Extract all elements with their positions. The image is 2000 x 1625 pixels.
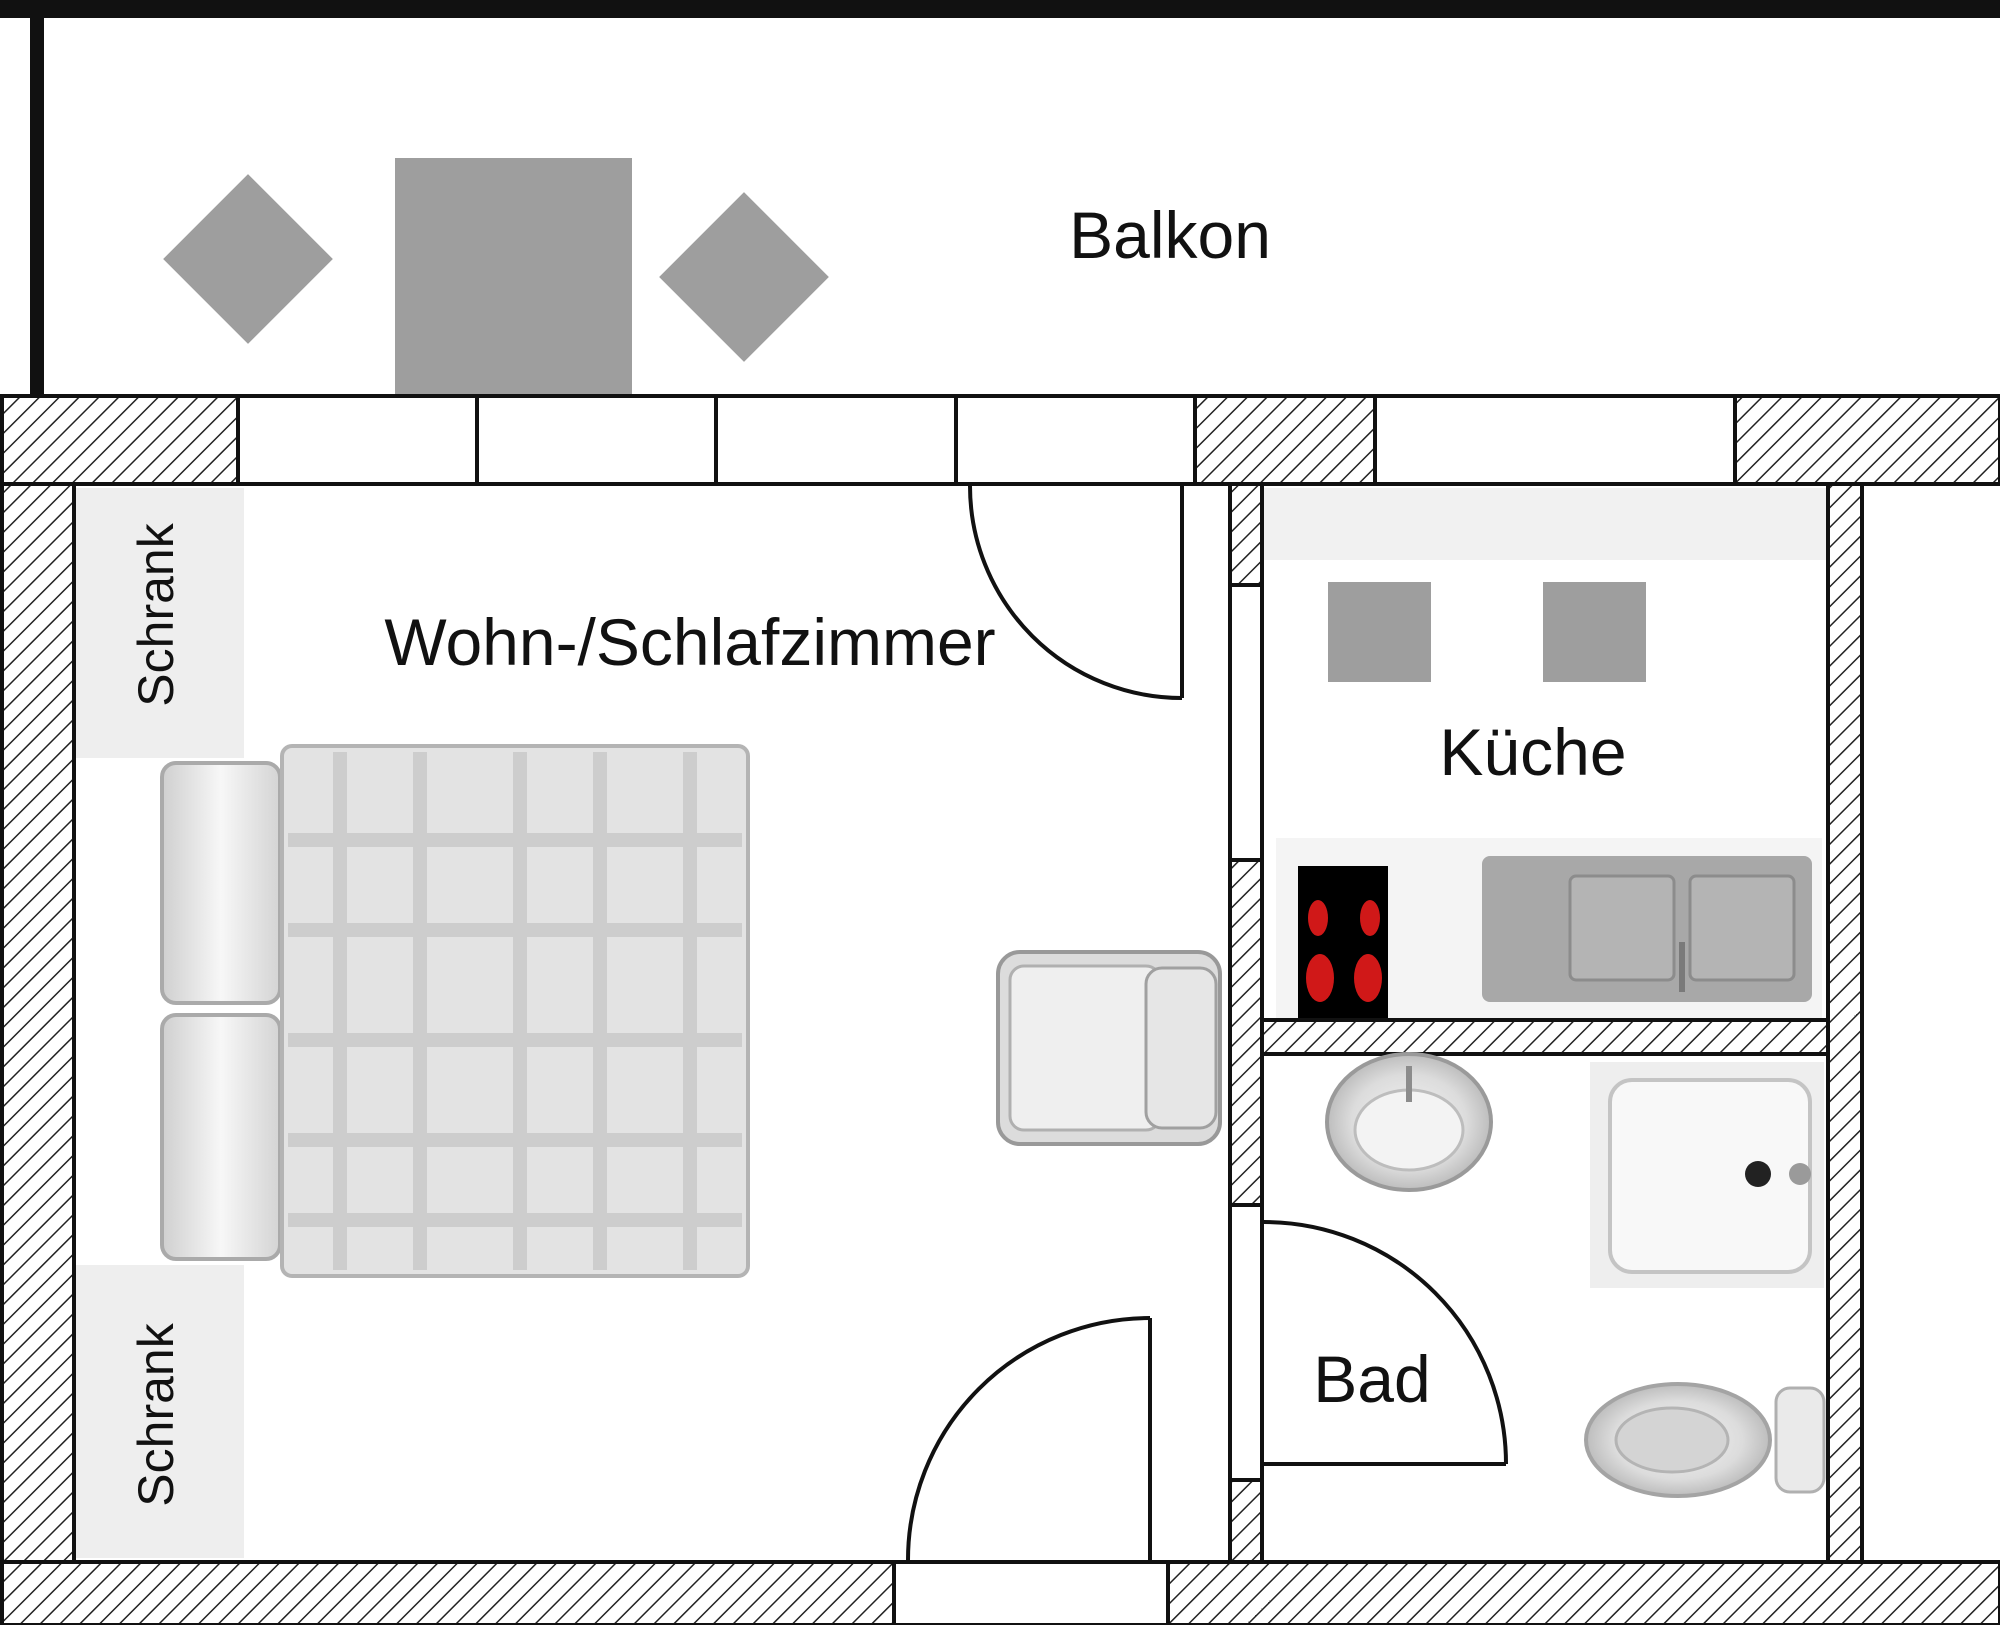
balcony-railing-top [0, 0, 2000, 18]
living-bedroom: Wohn-/Schlafzimmer Schrank Schrank [72, 482, 1232, 1564]
wardrobe-bottom-label: Schrank [128, 1322, 184, 1506]
wall-top-middle [1193, 394, 1377, 486]
door-balcony [968, 485, 1184, 700]
wardrobe-top [76, 488, 244, 758]
opening-kitchen [1228, 583, 1264, 862]
cooktop [1298, 866, 1388, 1018]
balcony-label: Balkon [1069, 198, 1271, 272]
adjacent-room [1860, 482, 2000, 1564]
wall-partition-right [1826, 482, 1864, 1564]
armchair [996, 950, 1222, 1146]
wall-bottom-left [0, 1560, 896, 1625]
kitchen-label: Küche [1439, 715, 1626, 789]
wall-partition-kitchen-bath [1260, 1018, 1830, 1056]
windows [236, 394, 1737, 1625]
kitchen-chair-left [1328, 582, 1431, 682]
wall-top-right [1733, 394, 2000, 486]
wall-bottom-right [1166, 1560, 2000, 1625]
living-bedroom-label: Wohn-/Schlafzimmer [384, 605, 995, 679]
balcony-chair-right [659, 192, 829, 362]
wardrobe-top-label: Schrank [128, 522, 184, 706]
balcony-railing-left [30, 14, 44, 396]
balcony: Balkon [0, 0, 2000, 398]
bed-pillow-top [160, 761, 282, 1005]
wardrobe-bottom [76, 1265, 244, 1558]
bathroom: Bad [1260, 1052, 1830, 1564]
door-bathroom [1263, 1220, 1508, 1466]
bed-pillow-bottom [160, 1013, 282, 1261]
window-kitchen [1373, 394, 1737, 486]
double-bed [160, 744, 750, 1278]
balcony-table [395, 158, 632, 396]
door-entrance [906, 1316, 1152, 1561]
kitchen-chair-right [1543, 582, 1646, 682]
entrance-opening [892, 1560, 1170, 1625]
bathroom-label: Bad [1313, 1342, 1430, 1416]
wash-basin [1325, 1052, 1493, 1192]
opening-bathroom [1228, 1203, 1264, 1482]
balcony-chair-left [163, 174, 333, 344]
kitchen-sink [1482, 856, 1812, 1002]
wall-top-left [0, 394, 240, 486]
toilet [1584, 1382, 1826, 1498]
wall-left [0, 394, 76, 1625]
kitchen: Küche [1260, 482, 1830, 1022]
shower-tray [1590, 1062, 1824, 1288]
